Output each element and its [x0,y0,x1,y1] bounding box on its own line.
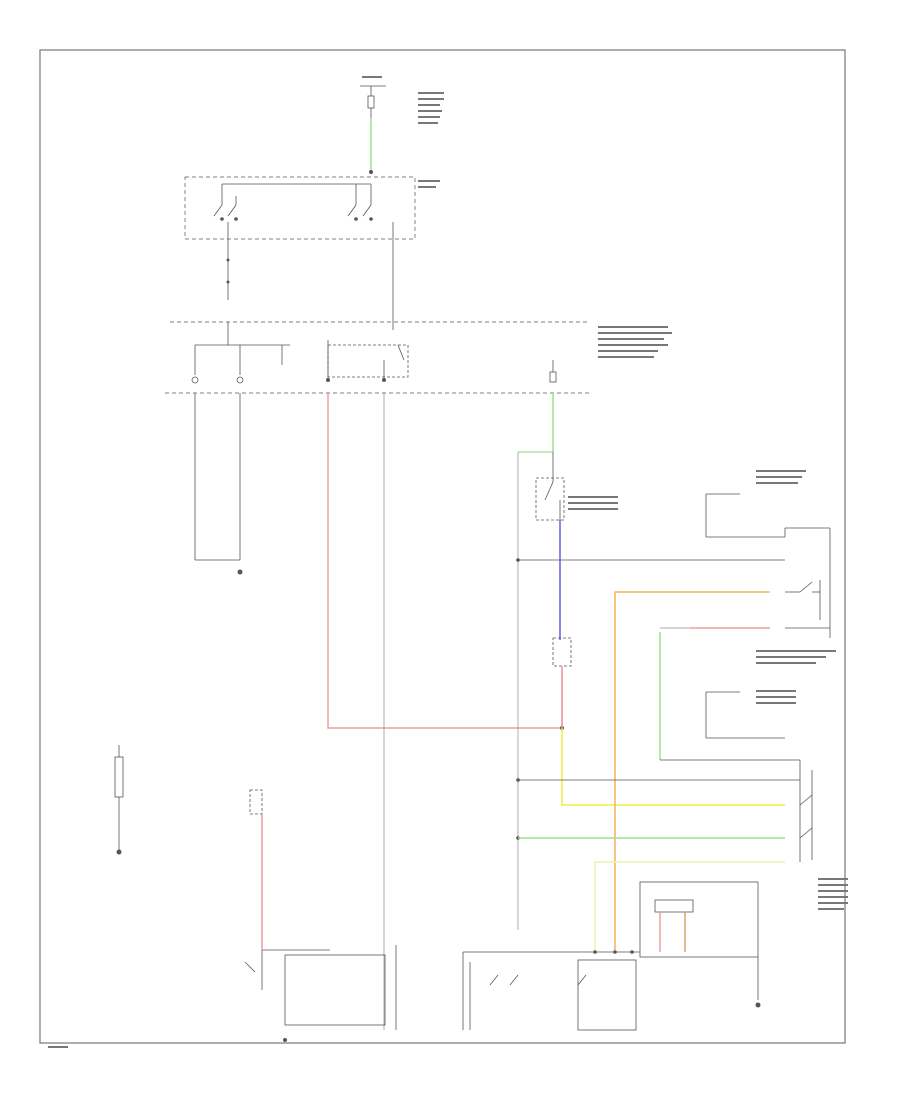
top-fuse-block [360,85,386,118]
left-seatbelt-wires [194,393,241,561]
right-connector-top [518,493,831,638]
wire-red-main [327,393,563,729]
battery-symbol [114,745,124,850]
ignition-switch-contacts [213,183,394,322]
tiny-labels [48,76,848,1048]
battery-ground [116,849,122,855]
relay-box-internals [194,322,557,383]
ground-point-right [755,1002,761,1008]
ground-point-left [237,569,243,575]
wire-lightyellow [594,861,785,950]
wire-yellow [561,728,785,806]
bottom-controller [462,951,640,1031]
diagram-border [39,49,846,1044]
right-connector-mid [518,691,813,862]
bottom-right-module [639,881,759,1000]
wire-orange [614,591,770,950]
bottom-left-module [244,789,397,1030]
relay-module [552,637,572,667]
ignition-switch-box [184,176,416,240]
clutch-switch [535,452,565,521]
junction-dot [369,170,373,174]
